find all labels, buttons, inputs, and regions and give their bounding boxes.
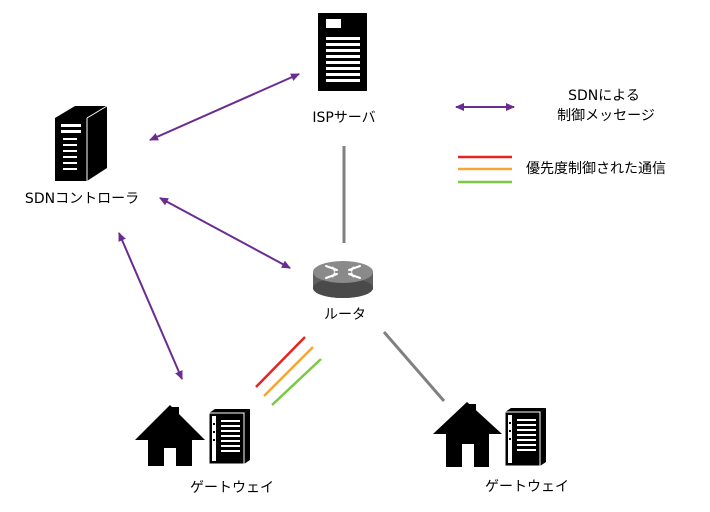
house-with-gateway-icon [135,405,250,466]
house-with-gateway-icon [433,402,546,467]
priority-traffic-lines [255,336,322,406]
legend-sdn-message-line2: 制御メッセージ [557,108,655,124]
legend-priority-lines [458,155,512,184]
link-router-gateway-right [382,331,446,402]
gateway-left-label: ゲートウェイ [190,480,274,496]
server-tower-icon [318,13,367,91]
isp-server-label: ISPサーバ [312,110,376,126]
control-arrow-controller-router [159,197,291,269]
server-tower-icon [55,105,108,181]
control-arrow-controller-gateway [118,232,183,380]
control-arrow-controller-isp [149,73,300,141]
legend-sdn-message-line1: SDNによる [568,88,640,104]
router-label: ルータ [324,307,366,323]
legend-priority-label: 優先度制御された通信 [526,161,666,177]
gateway-right-label: ゲートウェイ [485,479,569,495]
router-icon [313,261,373,298]
sdn-controller-label: SDNコントローラ [24,191,140,207]
